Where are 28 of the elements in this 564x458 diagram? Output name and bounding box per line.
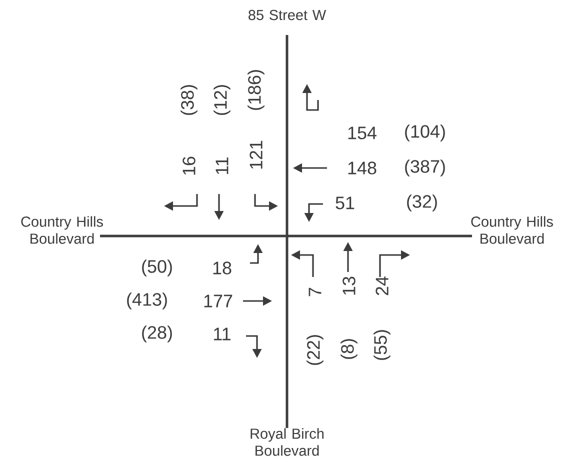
volume-label: (413) bbox=[127, 292, 167, 310]
street-name: 85 Street W bbox=[248, 10, 326, 20]
volume-label: (8) bbox=[340, 339, 358, 359]
volume-label: 121 bbox=[250, 140, 262, 169]
volume-label: (104) bbox=[405, 124, 445, 142]
volume-label: (38) bbox=[180, 85, 198, 115]
volume-label: 13 bbox=[342, 276, 356, 295]
volume-label: 11 bbox=[214, 328, 230, 340]
street-name: Country Hills Boulevard bbox=[471, 216, 553, 244]
volume-label: (186) bbox=[248, 70, 264, 110]
volume-label: (55) bbox=[374, 330, 390, 360]
volume-label: (32) bbox=[407, 194, 437, 212]
volume-label: 51 bbox=[336, 196, 354, 210]
volume-label: 148 bbox=[348, 162, 376, 174]
volume-label: (50) bbox=[142, 260, 172, 276]
volume-label: (387) bbox=[405, 160, 445, 176]
street-name: Country Hills Boulevard bbox=[21, 216, 103, 244]
volume-label: 16 bbox=[182, 156, 196, 175]
street-name: Royal Birch Boulevard bbox=[250, 428, 324, 456]
volume-label: 11 bbox=[216, 158, 228, 174]
volume-label: 7 bbox=[308, 288, 322, 296]
volume-label: (22) bbox=[306, 335, 324, 365]
volume-label: 154 bbox=[348, 126, 376, 140]
volume-label: 177 bbox=[204, 294, 232, 308]
volume-label: 24 bbox=[376, 276, 388, 296]
volume-label: (12) bbox=[214, 85, 230, 115]
volume-label: 18 bbox=[213, 262, 232, 274]
volume-label: (28) bbox=[142, 326, 172, 342]
